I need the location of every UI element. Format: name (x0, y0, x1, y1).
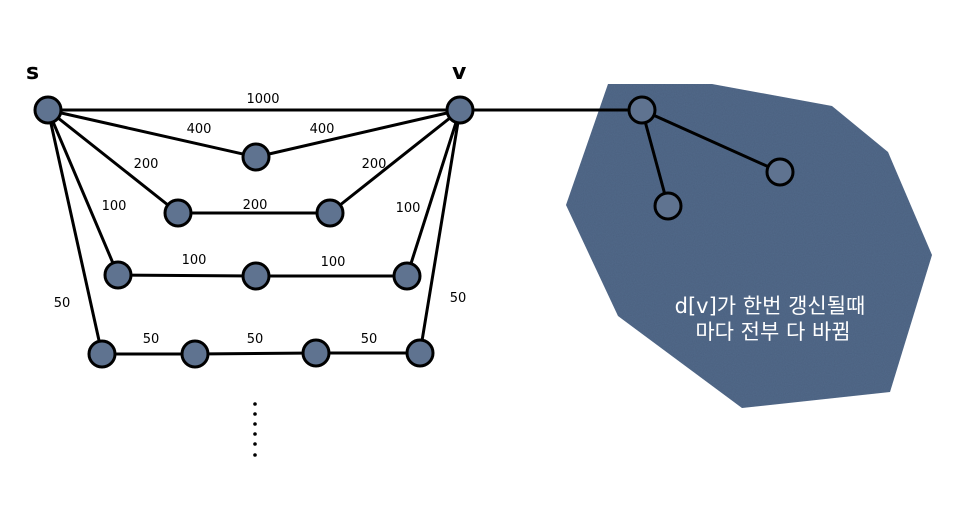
weight-a-v: 400 (310, 122, 335, 137)
edge-b2-v (328, 108, 462, 215)
label-s: s (26, 60, 39, 85)
nodes (33, 95, 795, 369)
node-b2 (315, 198, 345, 228)
edge-s-c1 (46, 108, 120, 277)
note-line-1: d[v]가 한번 갱신될때 (675, 294, 866, 318)
node-d3 (301, 338, 331, 368)
edge-s-d1 (46, 108, 104, 356)
weight-s-b1: 200 (134, 157, 159, 172)
edge-c3-v (405, 108, 462, 278)
weight-d4-v: 50 (450, 291, 467, 306)
edge-s-a (46, 108, 258, 159)
subtree-region (566, 84, 932, 408)
node-s (33, 95, 63, 125)
weight-d1-d2: 50 (143, 332, 160, 347)
weight-b1-b2: 200 (243, 198, 268, 213)
label-v: v (452, 60, 467, 85)
node-c3 (392, 261, 422, 291)
weight-c2-c3: 100 (321, 255, 346, 270)
weight-b2-v: 200 (362, 157, 387, 172)
weight-d2-d3: 50 (247, 332, 264, 347)
ellipsis-dots (253, 402, 257, 457)
edge-d2-d3 (193, 351, 318, 356)
weight-s-c1: 100 (102, 199, 127, 214)
edge-a-v (254, 108, 462, 159)
weight-s-d1: 50 (54, 296, 71, 311)
node-v (445, 95, 475, 125)
weight-c3-v: 100 (396, 201, 421, 216)
edge-weights: 1000 400 400 200 200 200 100 100 100 100… (54, 92, 467, 347)
weight-s-v: 1000 (246, 92, 279, 107)
weight-c1-c2: 100 (182, 253, 207, 268)
node-d4 (405, 338, 435, 368)
node-t1 (627, 95, 657, 125)
edge-d4-v (418, 108, 462, 355)
node-d1 (87, 339, 117, 369)
edges (46, 108, 782, 356)
weight-s-a: 400 (187, 122, 212, 137)
node-d2 (180, 339, 210, 369)
node-b1 (163, 198, 193, 228)
node-c2 (241, 261, 271, 291)
node-c1 (103, 260, 133, 290)
node-a (241, 142, 271, 172)
edge-t1-t2 (640, 108, 782, 174)
edge-t1-t3 (640, 108, 670, 208)
node-t2 (765, 157, 795, 187)
edge-c1-c2 (116, 273, 258, 278)
node-t3 (653, 191, 683, 221)
weight-d3-d4: 50 (361, 332, 378, 347)
edge-s-b1 (46, 108, 180, 215)
note-line-2: 마다 전부 다 바뀜 (695, 320, 850, 344)
